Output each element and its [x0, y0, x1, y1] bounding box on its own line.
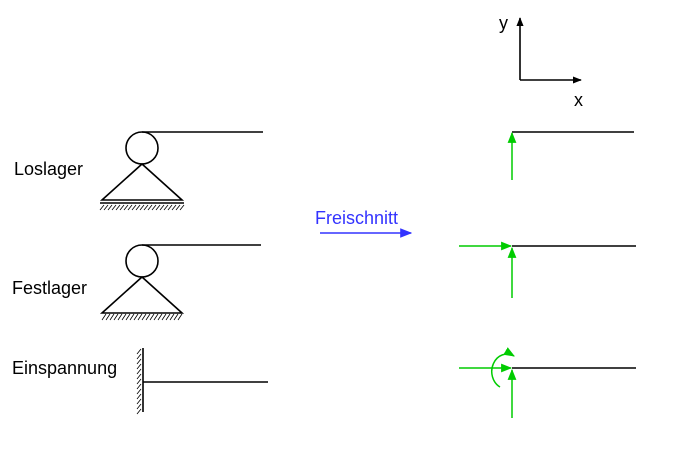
festlager-hatching: [101, 313, 183, 321]
loslager-roller: [125, 131, 159, 165]
free-body-festlager: [459, 241, 636, 298]
festlager-triangle: [99, 275, 185, 314]
loslager-triangle: [99, 162, 185, 201]
festlager-pin: [125, 244, 159, 278]
loslager-hatching: [99, 204, 185, 211]
einspannung-label: Einspannung: [12, 358, 117, 378]
free-body-loslager: [507, 131, 634, 180]
y-axis-label: y: [499, 13, 508, 33]
einspannung-moment-arrow: [491, 347, 515, 388]
loslager-support: Loslager: [14, 131, 263, 211]
freischnitt-label: Freischnitt: [315, 208, 398, 228]
freischnitt-transition: Freischnitt: [315, 208, 413, 238]
free-body-einspannung: [459, 347, 636, 418]
coordinate-system: y x: [499, 13, 583, 110]
festlager-label: Festlager: [12, 278, 87, 298]
festlager-support: Festlager: [12, 244, 261, 321]
einspannung-hatching: [136, 348, 142, 415]
einspannung-support: Einspannung: [12, 348, 268, 415]
loslager-label: Loslager: [14, 159, 83, 179]
x-axis-label: x: [574, 90, 583, 110]
